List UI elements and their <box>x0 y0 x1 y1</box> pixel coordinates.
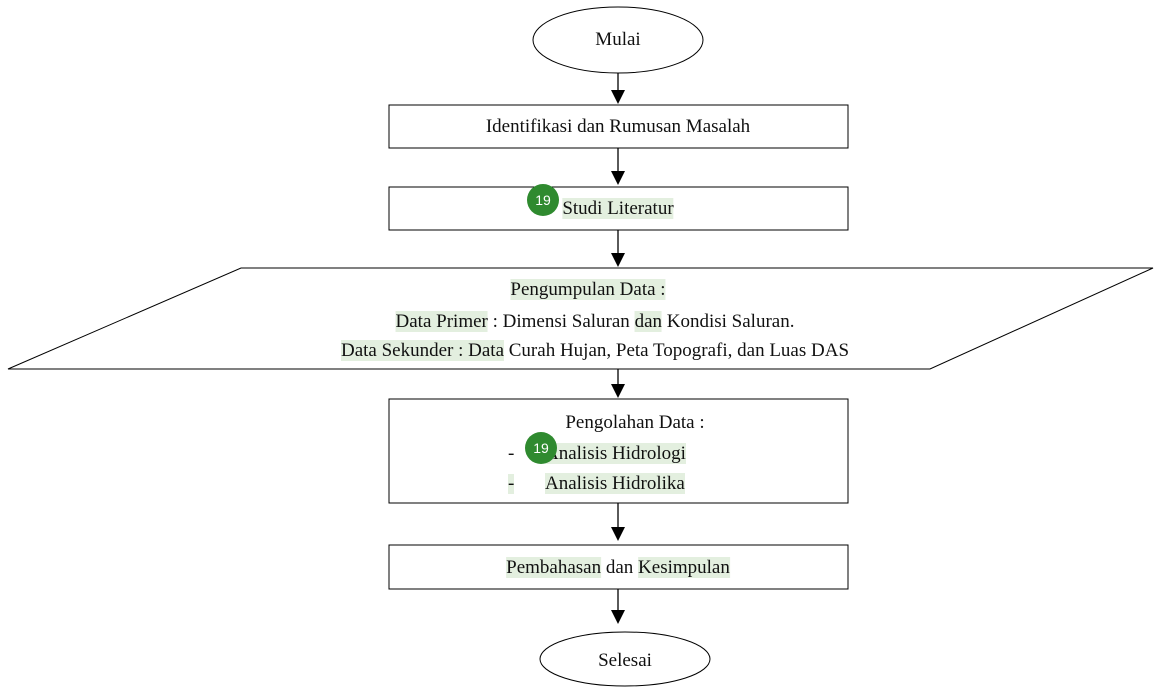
end-label: Selesai <box>598 651 652 671</box>
arrowhead-4 <box>611 384 625 398</box>
data-collection-title-text: Pengumpulan Data : <box>510 279 666 300</box>
discussion-text-b: dan <box>601 557 639 578</box>
literature-text: Studi Literatur <box>562 198 674 219</box>
badge-count: 19 <box>535 192 551 208</box>
data-primer-line: Data Primer : Dimensi Saluran dan Kondis… <box>395 311 795 332</box>
end-text: Selesai <box>598 650 652 671</box>
data-sekunder-line: Data Sekunder : Data Curah Hujan, Peta T… <box>340 340 850 361</box>
discussion-text-c: Kesimpulan <box>638 557 730 578</box>
arrowhead-6 <box>611 610 625 624</box>
arrowhead-5 <box>611 527 625 541</box>
data-primer-end: Kondisi Saluran. <box>662 311 795 332</box>
processing-title-text: Pengolahan Data : <box>565 412 705 433</box>
processing-bullet-2: - <box>508 473 515 494</box>
data-primer-label: Data Primer <box>395 311 488 332</box>
data-collection-parallelogram <box>7 267 1154 370</box>
data-primer-rest: : Dimensi Saluran <box>487 311 635 332</box>
comment-badge-literature[interactable]: 19 <box>527 184 559 216</box>
data-sekunder-rest: Curah Hujan, Peta Topografi, dan Luas DA… <box>504 340 850 361</box>
end-terminator <box>539 631 711 687</box>
discussion-box <box>388 544 849 590</box>
processing-item-2: Analisis Hidrolika <box>545 473 685 494</box>
data-primer-dan: dan <box>634 311 662 332</box>
processing-bullet-1: - <box>508 443 515 464</box>
processing-title: Pengolahan Data : <box>565 413 704 433</box>
comment-badge-processing[interactable]: 19 <box>525 432 557 464</box>
discussion-label: Pembahasan dan Kesimpulan <box>506 557 730 578</box>
processing-item-1: Analisis Hidrologi <box>545 443 686 464</box>
arrowhead-2 <box>611 171 625 185</box>
identification-label: Identifikasi dan Rumusan Masalah <box>486 117 750 137</box>
processing-item-2-text: Analisis Hidrolika <box>545 473 685 494</box>
processing-item-1-text: Analisis Hidrologi <box>545 443 686 464</box>
arrowhead-3 <box>611 253 625 267</box>
identification-text: Identifikasi dan Rumusan Masalah <box>485 116 751 137</box>
arrowhead-1 <box>611 90 625 104</box>
literature-label: Studi Literatur <box>562 198 674 219</box>
data-sekunder-label: Data Sekunder : Data <box>340 340 505 361</box>
badge-count: 19 <box>533 440 549 456</box>
identification-box <box>388 104 849 149</box>
discussion-text-a: Pembahasan <box>506 557 602 578</box>
data-collection-title: Pengumpulan Data : <box>510 279 666 300</box>
start-label: Mulai <box>595 30 640 50</box>
start-text: Mulai <box>595 29 641 50</box>
